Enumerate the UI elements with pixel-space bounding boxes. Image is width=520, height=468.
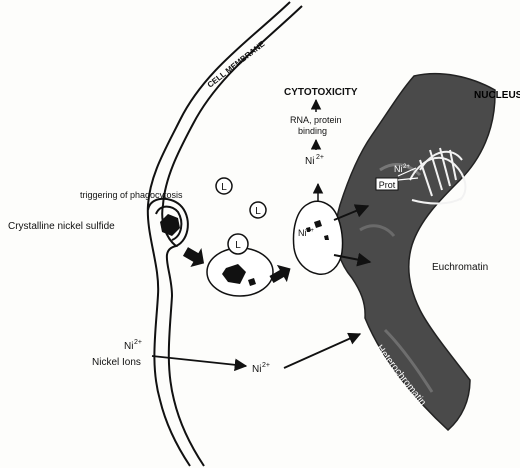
nucleus (336, 74, 495, 430)
vacuole: Ni 2+ (294, 201, 343, 274)
arrow-engulf (180, 242, 210, 272)
nickel-ions-label: Nickel Ions (92, 357, 141, 368)
phagosome: L (207, 234, 273, 296)
ni-mid-label: Ni (252, 364, 261, 375)
ions-ni-label: Ni (124, 341, 133, 352)
ni-top-label: Ni (305, 156, 314, 167)
vacuole-ni-charge: 2+ (307, 228, 314, 234)
ni-top-charge: 2+ (316, 154, 324, 161)
lysosome-2: L (250, 202, 266, 218)
rna-binding-line2: binding (298, 126, 327, 136)
nuc-ni-label: Ni (394, 164, 403, 174)
lysosome-1: L (216, 178, 232, 194)
nucleus-label: NUCLEUS (474, 90, 520, 101)
cytotoxicity-label: CYTOTOXICITY (284, 87, 358, 98)
cell-membrane-label: CELL MEMBRANE (206, 39, 267, 90)
euchromatin-label: Euchromatin (432, 262, 488, 273)
lysosome-label: L (221, 182, 227, 193)
crystalline-label: Crystalline nickel sulfide (8, 221, 115, 232)
arrow-ions-in (152, 356, 246, 366)
vacuole-ni-label: Ni (298, 228, 307, 238)
prot-label: Prot (379, 180, 396, 190)
nuc-ni-charge: 2+ (403, 164, 410, 170)
arrow-ni-to-nucleus (284, 334, 360, 368)
lysosome-label: L (235, 240, 241, 251)
lysosome-label: L (255, 206, 261, 217)
triggering-label: triggering of phagocytosis (80, 190, 183, 200)
ions-ni-charge: 2+ (134, 339, 142, 346)
rna-binding-line1: RNA, protein (290, 115, 342, 125)
ni-mid-charge: 2+ (262, 362, 270, 369)
